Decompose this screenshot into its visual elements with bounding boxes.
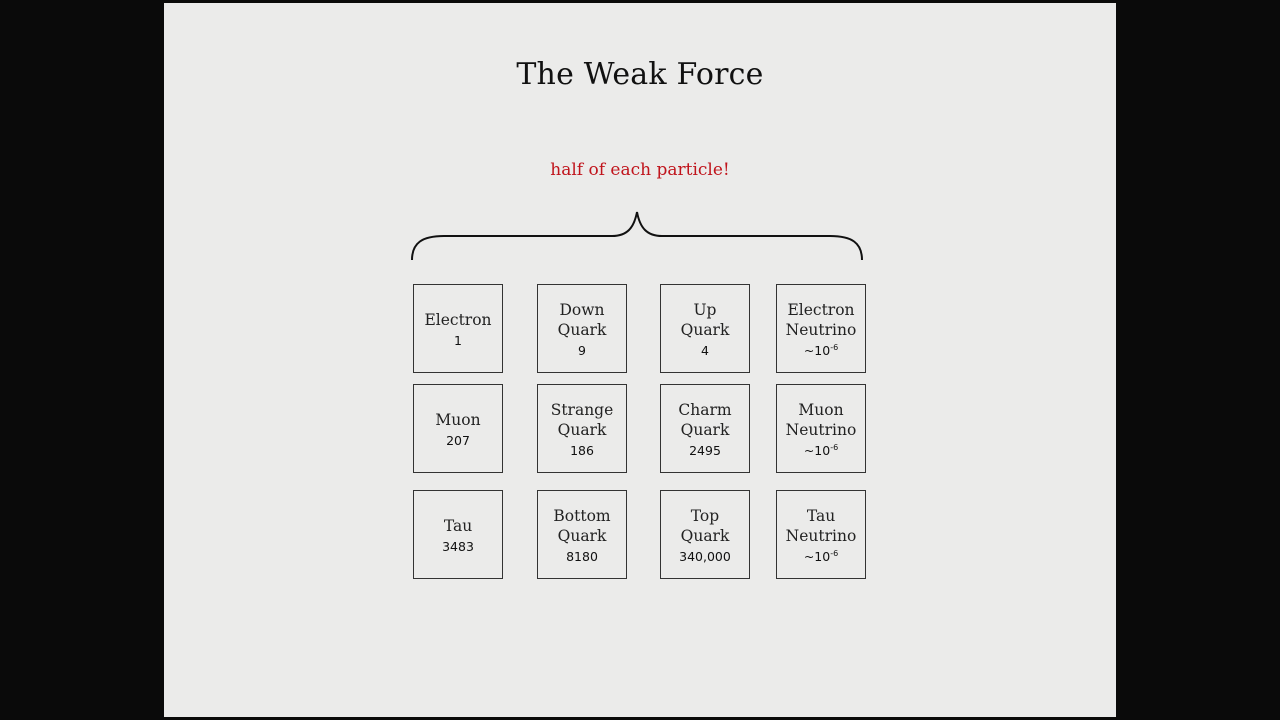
particle-name-line: Quark bbox=[680, 420, 730, 439]
particle-mass: 2495 bbox=[689, 443, 721, 458]
particle-name-line: Quark bbox=[680, 526, 730, 545]
particle-name-line: Neutrino bbox=[785, 420, 857, 439]
particle-mass: ~10-6 bbox=[804, 343, 838, 358]
particle-name-line: Electron bbox=[787, 300, 855, 319]
particle-mass-value: 340,000 bbox=[679, 548, 731, 564]
annotation-text: half of each particle! bbox=[550, 160, 730, 180]
particle-mass-value: 8180 bbox=[566, 548, 598, 564]
particle-mass-value: 186 bbox=[570, 442, 594, 458]
particle-mass-value: 9 bbox=[578, 342, 586, 358]
particle-cell: Muon 207 bbox=[413, 384, 503, 473]
particle-name-line: Muon bbox=[435, 410, 481, 429]
particle-name-line: Quark bbox=[557, 420, 607, 439]
particle-mass: 8180 bbox=[566, 549, 598, 564]
slide-title: The Weak Force bbox=[516, 57, 764, 92]
particle-cell: Tau 3483 bbox=[413, 490, 503, 579]
particle-mass-value: 3483 bbox=[442, 538, 474, 554]
particle-name-line: Up bbox=[693, 300, 717, 319]
particle-mass-exponent: -6 bbox=[830, 548, 839, 558]
particle-mass-value: ~10 bbox=[803, 342, 831, 358]
particle-mass-value: 1 bbox=[454, 332, 462, 348]
particle-name-line: Quark bbox=[557, 526, 607, 545]
particle-mass: 186 bbox=[570, 443, 594, 458]
particle-mass: ~10-6 bbox=[804, 549, 838, 564]
particle-name-line: Neutrino bbox=[785, 526, 857, 545]
particle-name-line: Tau bbox=[443, 516, 473, 535]
slide: The Weak Force half of each particle! El… bbox=[164, 3, 1116, 717]
particle-name-line: Neutrino bbox=[785, 320, 857, 339]
particle-name-line: Charm bbox=[678, 400, 732, 419]
particle-name-line: Muon bbox=[798, 400, 844, 419]
curly-brace-icon bbox=[411, 211, 863, 261]
particle-name-line: Electron bbox=[424, 310, 492, 329]
particle-mass-value: ~10 bbox=[803, 442, 831, 458]
particle-mass: 207 bbox=[446, 433, 470, 448]
particle-mass-value: ~10 bbox=[803, 548, 831, 564]
particle-name-line: Tau bbox=[806, 506, 836, 525]
particle-mass: 3483 bbox=[442, 539, 474, 554]
particle-mass: 9 bbox=[578, 343, 586, 358]
particle-name-line: Quark bbox=[680, 320, 730, 339]
particle-name-line: Down bbox=[559, 300, 605, 319]
particle-mass-value: 207 bbox=[446, 432, 470, 448]
particle-mass: 1 bbox=[454, 333, 462, 348]
particle-name-line: Strange bbox=[550, 400, 614, 419]
particle-name: Electron bbox=[424, 310, 491, 330]
particle-name-line: Top bbox=[690, 506, 720, 525]
particle-mass: 340,000 bbox=[679, 549, 731, 564]
particle-name: Muon bbox=[435, 410, 480, 430]
particle-mass-value: 4 bbox=[701, 342, 709, 358]
particle-name-line: Quark bbox=[557, 320, 607, 339]
particle-mass: 4 bbox=[701, 343, 709, 358]
particle-cell: Electron 1 bbox=[413, 284, 503, 373]
particle-mass: ~10-6 bbox=[804, 443, 838, 458]
particle-name-line: Bottom bbox=[553, 506, 611, 525]
particle-mass-value: 2495 bbox=[689, 442, 721, 458]
particle-name: Tau bbox=[444, 516, 472, 536]
particle-mass-exponent: -6 bbox=[830, 342, 839, 352]
particle-mass-exponent: -6 bbox=[830, 442, 839, 452]
